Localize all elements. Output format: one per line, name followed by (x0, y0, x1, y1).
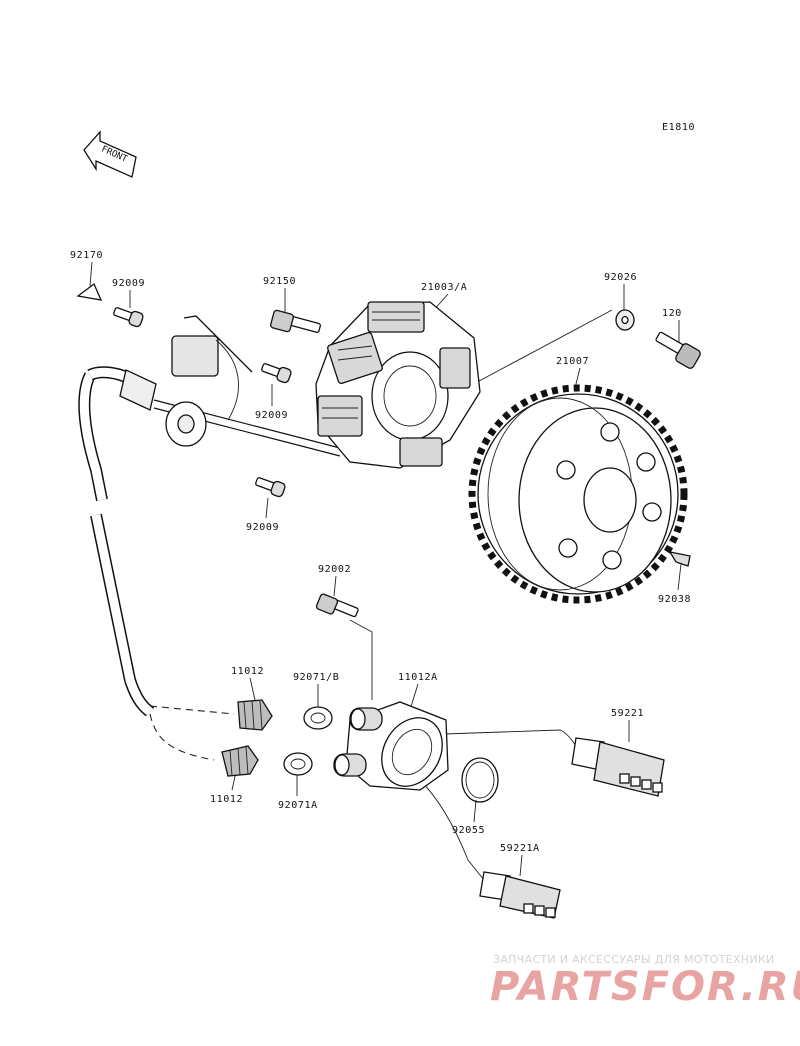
label-92009-top: 92009 (112, 278, 145, 289)
label-59221A: 59221A (500, 843, 540, 854)
watermark: ЗАПЧАСТИ И АКСЕССУАРЫ ДЛЯ МОТОТЕХНИКИ PA… (490, 953, 800, 1010)
cap-11012-bottom (221, 745, 259, 777)
label-92071B: 92071/B (293, 672, 339, 683)
label-11012A: 11012A (398, 672, 438, 683)
screw-92009-mid (261, 363, 292, 384)
clip-92170 (76, 282, 103, 301)
bolt-120 (655, 331, 701, 369)
washer-92026 (615, 309, 635, 331)
bolt-92002 (315, 593, 359, 618)
screw-92009-top (113, 307, 144, 328)
flywheel-21007 (468, 384, 688, 604)
connector-59221A (479, 871, 561, 919)
diagram-code: E1810 (662, 122, 695, 133)
label-92038: 92038 (658, 594, 691, 605)
label-92009-low: 92009 (246, 522, 279, 533)
plug-92071B (303, 706, 333, 730)
plug-92071A (283, 752, 313, 776)
label-11012-top: 11012 (231, 666, 264, 677)
label-21007: 21007 (556, 356, 589, 367)
label-92170: 92170 (70, 250, 103, 261)
front-arrow-icon: FRONT (83, 130, 137, 178)
key-92038 (668, 551, 691, 567)
label-92009-mid: 92009 (255, 410, 288, 421)
watermark-tagline: ЗАПЧАСТИ И АКСЕССУАРЫ ДЛЯ МОТОТЕХНИКИ (493, 953, 775, 966)
label-92002: 92002 (318, 564, 351, 575)
label-59221: 59221 (611, 708, 644, 719)
label-92026: 92026 (604, 272, 637, 283)
label-92150: 92150 (263, 276, 296, 287)
bolt-92150 (270, 309, 321, 333)
label-92071A: 92071A (278, 800, 318, 811)
pulser-coil (171, 315, 253, 421)
watermark-logo: PARTSFOR.RU (490, 964, 800, 1010)
label-11012-bottom: 11012 (210, 794, 243, 805)
label-21003A: 21003/A (421, 282, 467, 293)
oring-92055 (461, 757, 499, 803)
screw-92009-low (255, 477, 286, 498)
leader-lines (89, 261, 682, 877)
stator-21003 (315, 301, 481, 469)
connector-59221 (571, 737, 665, 797)
label-92055: 92055 (452, 825, 485, 836)
cap-11012-top (237, 699, 273, 731)
cover-11012A (333, 701, 449, 791)
wire-harness (78, 366, 341, 717)
label-120: 120 (662, 308, 682, 319)
